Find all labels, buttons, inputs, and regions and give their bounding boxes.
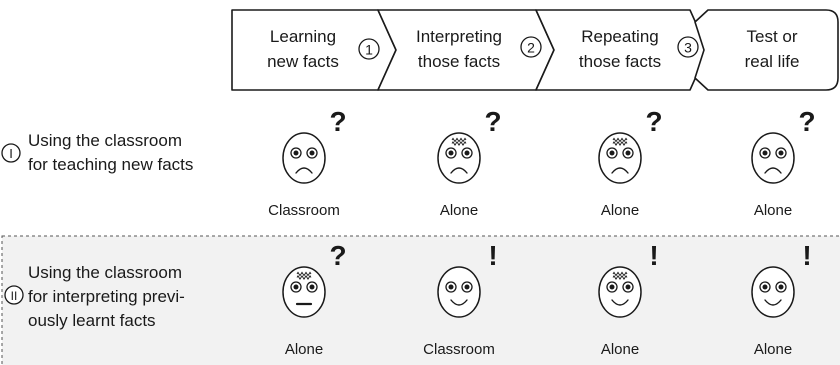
- stage-2-line2: those facts: [418, 52, 500, 71]
- mouth: [450, 299, 468, 306]
- face-outline: [751, 266, 795, 318]
- scenario-2-numeral: II: [11, 289, 18, 303]
- stage-4-shape: [694, 9, 839, 91]
- stage-1-number: 1: [365, 42, 373, 58]
- pupil: [448, 150, 454, 156]
- wrinkle: [296, 271, 312, 277]
- wrinkle: [612, 141, 628, 146]
- wrinkle: [296, 275, 312, 280]
- stage-3-number-circle: [677, 36, 699, 58]
- pupil: [609, 150, 615, 156]
- face-happy-icon: [598, 266, 642, 318]
- stage-bar: [231, 9, 839, 91]
- pupil: [625, 150, 631, 156]
- scenario-1-line-2: for teaching new facts: [28, 155, 193, 174]
- face-sad-icon: [282, 132, 326, 184]
- face-outline: [598, 266, 642, 318]
- wrinkle: [612, 271, 628, 277]
- exclamation-mark: !: [488, 240, 497, 271]
- pupil: [309, 284, 315, 290]
- pupil: [309, 150, 315, 156]
- pupil: [464, 284, 470, 290]
- stage-3-line2: those facts: [579, 52, 661, 71]
- face-outline: [282, 132, 326, 184]
- stage-3-shape: [535, 9, 709, 91]
- scenario-1-label: I Using the classroom for teaching new f…: [1, 131, 193, 174]
- mouth: [764, 167, 782, 174]
- question-mark: ?: [329, 240, 346, 271]
- mouth: [764, 299, 782, 306]
- stage-3: Repeating those facts 3: [579, 27, 699, 71]
- stage-3-number: 3: [684, 40, 692, 56]
- pupil: [293, 284, 299, 290]
- place-label: Classroom: [268, 202, 340, 219]
- stage-2-line1: Interpreting: [416, 27, 502, 46]
- pupil: [778, 150, 784, 156]
- pupil: [464, 150, 470, 156]
- scenario-1-line-1: Using the classroom: [28, 131, 182, 150]
- face-outline: [282, 266, 326, 318]
- face-outline: [437, 266, 481, 318]
- pupil: [625, 284, 631, 290]
- pupil: [609, 284, 615, 290]
- face-outline: [598, 132, 642, 184]
- mouth: [450, 167, 468, 174]
- question-mark: ?: [484, 106, 501, 137]
- place-label: Alone: [285, 341, 323, 358]
- scenario-2-line-3: ously learnt facts: [28, 311, 156, 330]
- pupil: [293, 150, 299, 156]
- face-outline: [437, 132, 481, 184]
- question-mark: ?: [329, 106, 346, 137]
- stage-4-line2: real life: [745, 52, 800, 71]
- wrinkle: [612, 137, 628, 143]
- face-happy-icon: [751, 266, 795, 318]
- scenario-2-numeral-circle: [4, 285, 24, 305]
- scenario-2-line-2: for interpreting previ-: [28, 287, 185, 306]
- stage-1-number-circle: [358, 38, 380, 60]
- question-mark: ?: [798, 106, 815, 137]
- stage-3-line1: Repeating: [581, 27, 659, 46]
- place-label: Alone: [754, 202, 792, 219]
- scenario-2-label: II Using the classroom for interpreting …: [4, 263, 185, 330]
- face-happy-icon: [437, 266, 481, 318]
- place-label: Alone: [601, 341, 639, 358]
- face-sad-icon: [598, 132, 642, 184]
- question-mark: ?: [645, 106, 662, 137]
- face-sad-icon: [751, 132, 795, 184]
- exclamation-mark: !: [802, 240, 811, 271]
- scenario-2-line-1: Using the classroom: [28, 263, 182, 282]
- stage-4: Test or real life: [745, 27, 800, 71]
- place-label: Alone: [754, 341, 792, 358]
- pupil: [762, 150, 768, 156]
- stage-2-number-circle: [520, 36, 542, 58]
- scenario-1-numeral-circle: [1, 143, 21, 163]
- wrinkle: [612, 275, 628, 280]
- scenario-2-highlight: [1, 235, 840, 365]
- place-label: Alone: [440, 202, 478, 219]
- stage-2: Interpreting those facts 2: [416, 27, 542, 71]
- pupil: [448, 284, 454, 290]
- face-sad-icon: [437, 132, 481, 184]
- exclamation-mark: !: [649, 240, 658, 271]
- stage-1-line1: Learning: [270, 27, 336, 46]
- wrinkle: [451, 137, 467, 143]
- stage-4-line1: Test or: [746, 27, 797, 46]
- pupil: [778, 284, 784, 290]
- faces-layer: ? Classroom? Alone? Alone? Alone? Alone! Class…: [268, 106, 815, 358]
- mouth: [611, 167, 629, 174]
- place-label: Alone: [601, 202, 639, 219]
- scenario-1-numeral: I: [9, 146, 13, 161]
- mouth: [611, 299, 629, 306]
- wrinkle: [451, 141, 467, 146]
- stage-2-number: 2: [527, 40, 535, 56]
- pupil: [762, 284, 768, 290]
- stage-1: Learning new facts 1: [267, 27, 380, 71]
- stage-1-line2: new facts: [267, 52, 339, 71]
- face-neutral-icon: [282, 266, 326, 318]
- mouth: [295, 167, 313, 174]
- face-outline: [751, 132, 795, 184]
- place-label: Classroom: [423, 341, 495, 358]
